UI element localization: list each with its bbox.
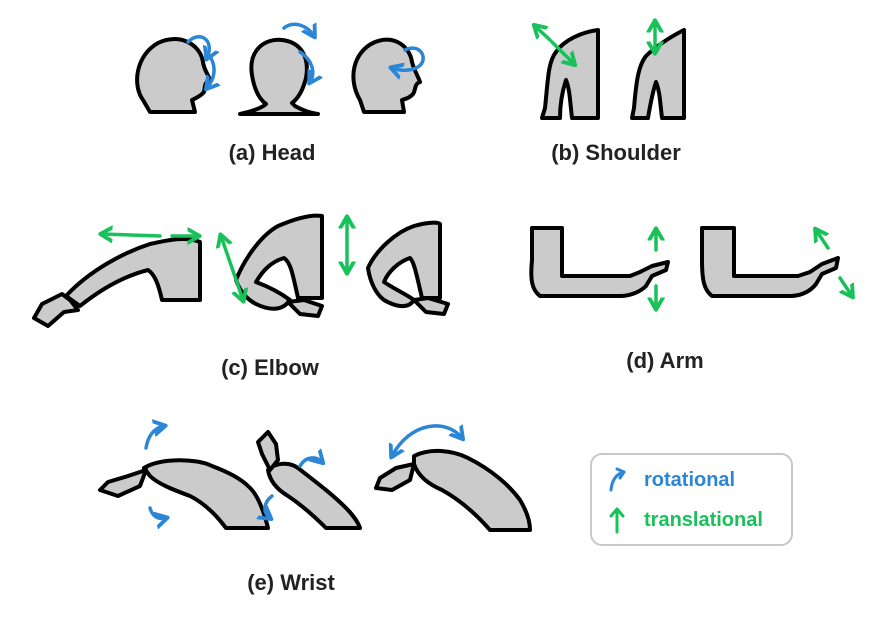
arm-figure-2 [700, 226, 852, 296]
legend-label-translational: translational [644, 508, 763, 531]
legend: rotational translational [590, 453, 793, 546]
head-nod-figure [135, 35, 214, 114]
caption-arm: (d) Arm [626, 348, 704, 373]
caption-shoulder: (b) Shoulder [551, 140, 681, 165]
wrist-figure-3 [374, 424, 532, 532]
wrist-figure-1 [98, 426, 270, 530]
elbow-extended-figure [32, 234, 202, 328]
straight-arrow-icon [609, 507, 625, 534]
head-tilt-figure [238, 24, 318, 116]
legend-label-rotational: rotational [644, 468, 736, 491]
wrist-figure-2 [256, 430, 362, 530]
curved-arrow-icon [609, 467, 626, 492]
caption-wrist: (e) Wrist [247, 570, 335, 595]
elbow-flexed-figure-2 [366, 220, 450, 316]
elbow-flexed-figure-1 [221, 213, 347, 318]
legend-item-translational: translational [606, 505, 763, 535]
legend-item-rotational: rotational [606, 465, 735, 495]
shoulder-figure-2 [630, 22, 686, 120]
arm-figure-1 [529, 226, 670, 308]
caption-head: (a) Head [228, 140, 316, 165]
caption-elbow: (c) Elbow [221, 355, 319, 380]
head-turn-figure [351, 37, 425, 114]
shoulder-figure-1 [535, 26, 600, 120]
